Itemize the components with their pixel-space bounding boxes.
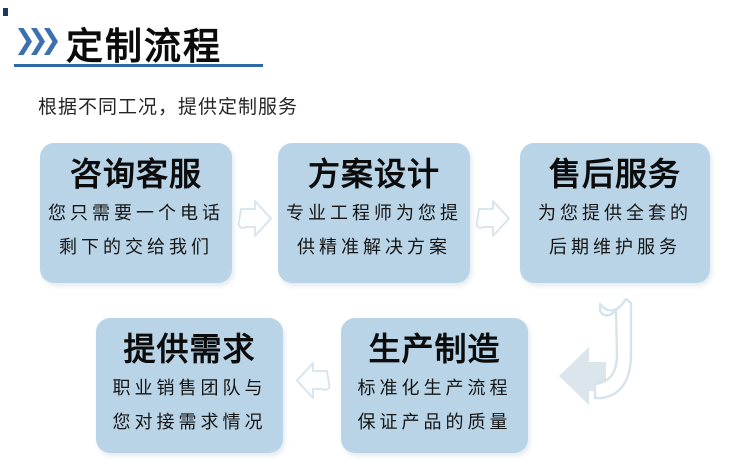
step-desc-line: 剩下的交给我们 (59, 237, 213, 258)
arrow-right-icon (475, 200, 510, 237)
arrow-right-icon (237, 200, 272, 237)
step-title: 生产制造 (368, 331, 501, 367)
section-title: 定制流程 (66, 26, 222, 67)
step-card-aftersales: 售后服务 为您提供全套的 后期维护服务 (520, 143, 710, 283)
step-desc-line: 职业销售团队与 (112, 378, 267, 399)
step-desc-line: 标准化生产流程 (357, 378, 512, 399)
step-title: 咨询客服 (69, 156, 202, 192)
step-desc-line: 供精准解决方案 (297, 237, 451, 258)
step-title: 方案设计 (307, 156, 440, 192)
step-title: 售后服务 (548, 156, 681, 192)
section-subtitle: 根据不同工况，提供定制服务 (38, 97, 299, 118)
step-card-production: 生产制造 标准化生产流程 保证产品的质量 (341, 318, 528, 453)
step-desc-line: 您对接需求情况 (112, 412, 267, 433)
step-desc-line: 您只需要一个电话 (48, 203, 224, 224)
step-desc-line: 保证产品的质量 (357, 412, 512, 433)
step-desc-line: 为您提供全套的 (538, 203, 692, 224)
arrow-down-left-icon (559, 297, 633, 405)
step-title: 提供需求 (123, 331, 256, 367)
corner-mark (3, 8, 8, 16)
step-card-design: 方案设计 专业工程师为您提 供精准解决方案 (278, 143, 470, 283)
arrow-left-icon (296, 362, 331, 399)
step-desc-line: 后期维护服务 (549, 237, 681, 258)
step-card-consult: 咨询客服 您只需要一个电话 剩下的交给我们 (40, 143, 232, 283)
header-chevrons (18, 28, 58, 55)
title-underline (14, 64, 263, 67)
chevron-right-icon (44, 28, 58, 55)
chevron-right-icon (31, 28, 45, 55)
step-desc-line: 专业工程师为您提 (286, 203, 462, 224)
step-card-requirements: 提供需求 职业销售团队与 您对接需求情况 (96, 318, 283, 453)
chevron-right-icon (18, 28, 32, 55)
